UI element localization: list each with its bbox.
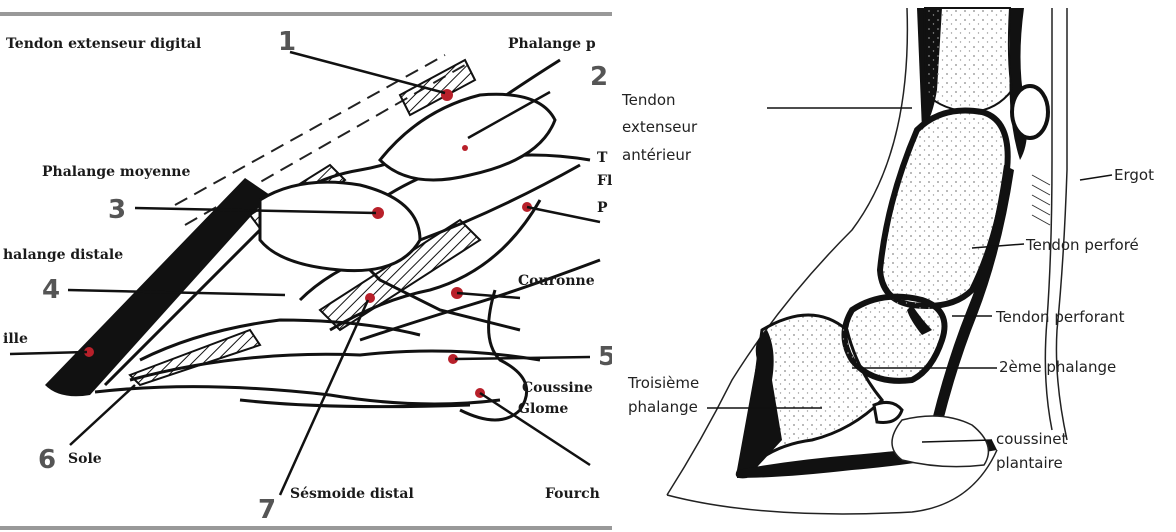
label-troisieme: Troisième: [627, 374, 699, 392]
label-sesamoide: Sésmoide distal: [290, 486, 414, 502]
label-tendon-flechisseur-2: Fl: [597, 173, 612, 189]
label-muraille: ille: [3, 331, 28, 347]
label-phalange-proximale: Phalange p: [508, 36, 596, 52]
label-tendon-flechisseur-3: P: [597, 200, 608, 216]
navicular-bone: [874, 402, 902, 422]
label-ergot: Ergot: [1114, 166, 1154, 184]
label-phalange-distale: halange distale: [3, 247, 123, 263]
label-anterieur: antérieur: [622, 146, 692, 164]
label-2eme-phalange: 2ème phalange: [999, 358, 1116, 376]
label-coussinet: coussinet: [996, 430, 1067, 448]
number-7: 7: [258, 495, 276, 525]
ergot-hatching: [1032, 175, 1050, 225]
label-tendon-flechisseur-1: T: [597, 150, 608, 166]
label-coussinet: Coussine: [522, 380, 593, 396]
label-tendon-extenseur: Tendon extenseur digital: [6, 36, 201, 52]
number-4: 4: [42, 275, 60, 305]
label-tendon: Tendon: [621, 91, 676, 109]
label-fourchette: Fourch: [545, 486, 600, 502]
label-plantaire: plantaire: [996, 454, 1063, 472]
left-diagram-panel: Tendon extenseur digital Phalange p Phal…: [0, 0, 612, 532]
hoof-diagram-left: Tendon extenseur digital Phalange p Phal…: [0, 0, 612, 532]
right-diagram-panel: Tendon extenseur antérieur Ergot Tendon …: [612, 0, 1176, 532]
label-glome: Glome: [518, 401, 568, 417]
sesamoid-bone: [1012, 86, 1048, 138]
label-tendon-perforant: Tendon perforant: [995, 308, 1125, 326]
number-3: 3: [108, 195, 126, 225]
label-tendon-perfore: Tendon perforé: [1025, 236, 1139, 254]
cannon-bone: [925, 8, 1012, 112]
label-sole: Sole: [68, 451, 102, 467]
number-1: 1: [278, 27, 296, 57]
label-extenseur: extenseur: [622, 118, 698, 136]
label-couronne: Couronne: [518, 273, 595, 289]
number-2: 2: [590, 62, 608, 92]
label-phalange-moyenne: Phalange moyenne: [42, 164, 190, 180]
number-6: 6: [38, 445, 56, 475]
label-phalange: phalange: [628, 398, 698, 416]
number-5: 5: [598, 342, 612, 372]
hoof-diagram-right: Tendon extenseur antérieur Ergot Tendon …: [612, 0, 1176, 532]
